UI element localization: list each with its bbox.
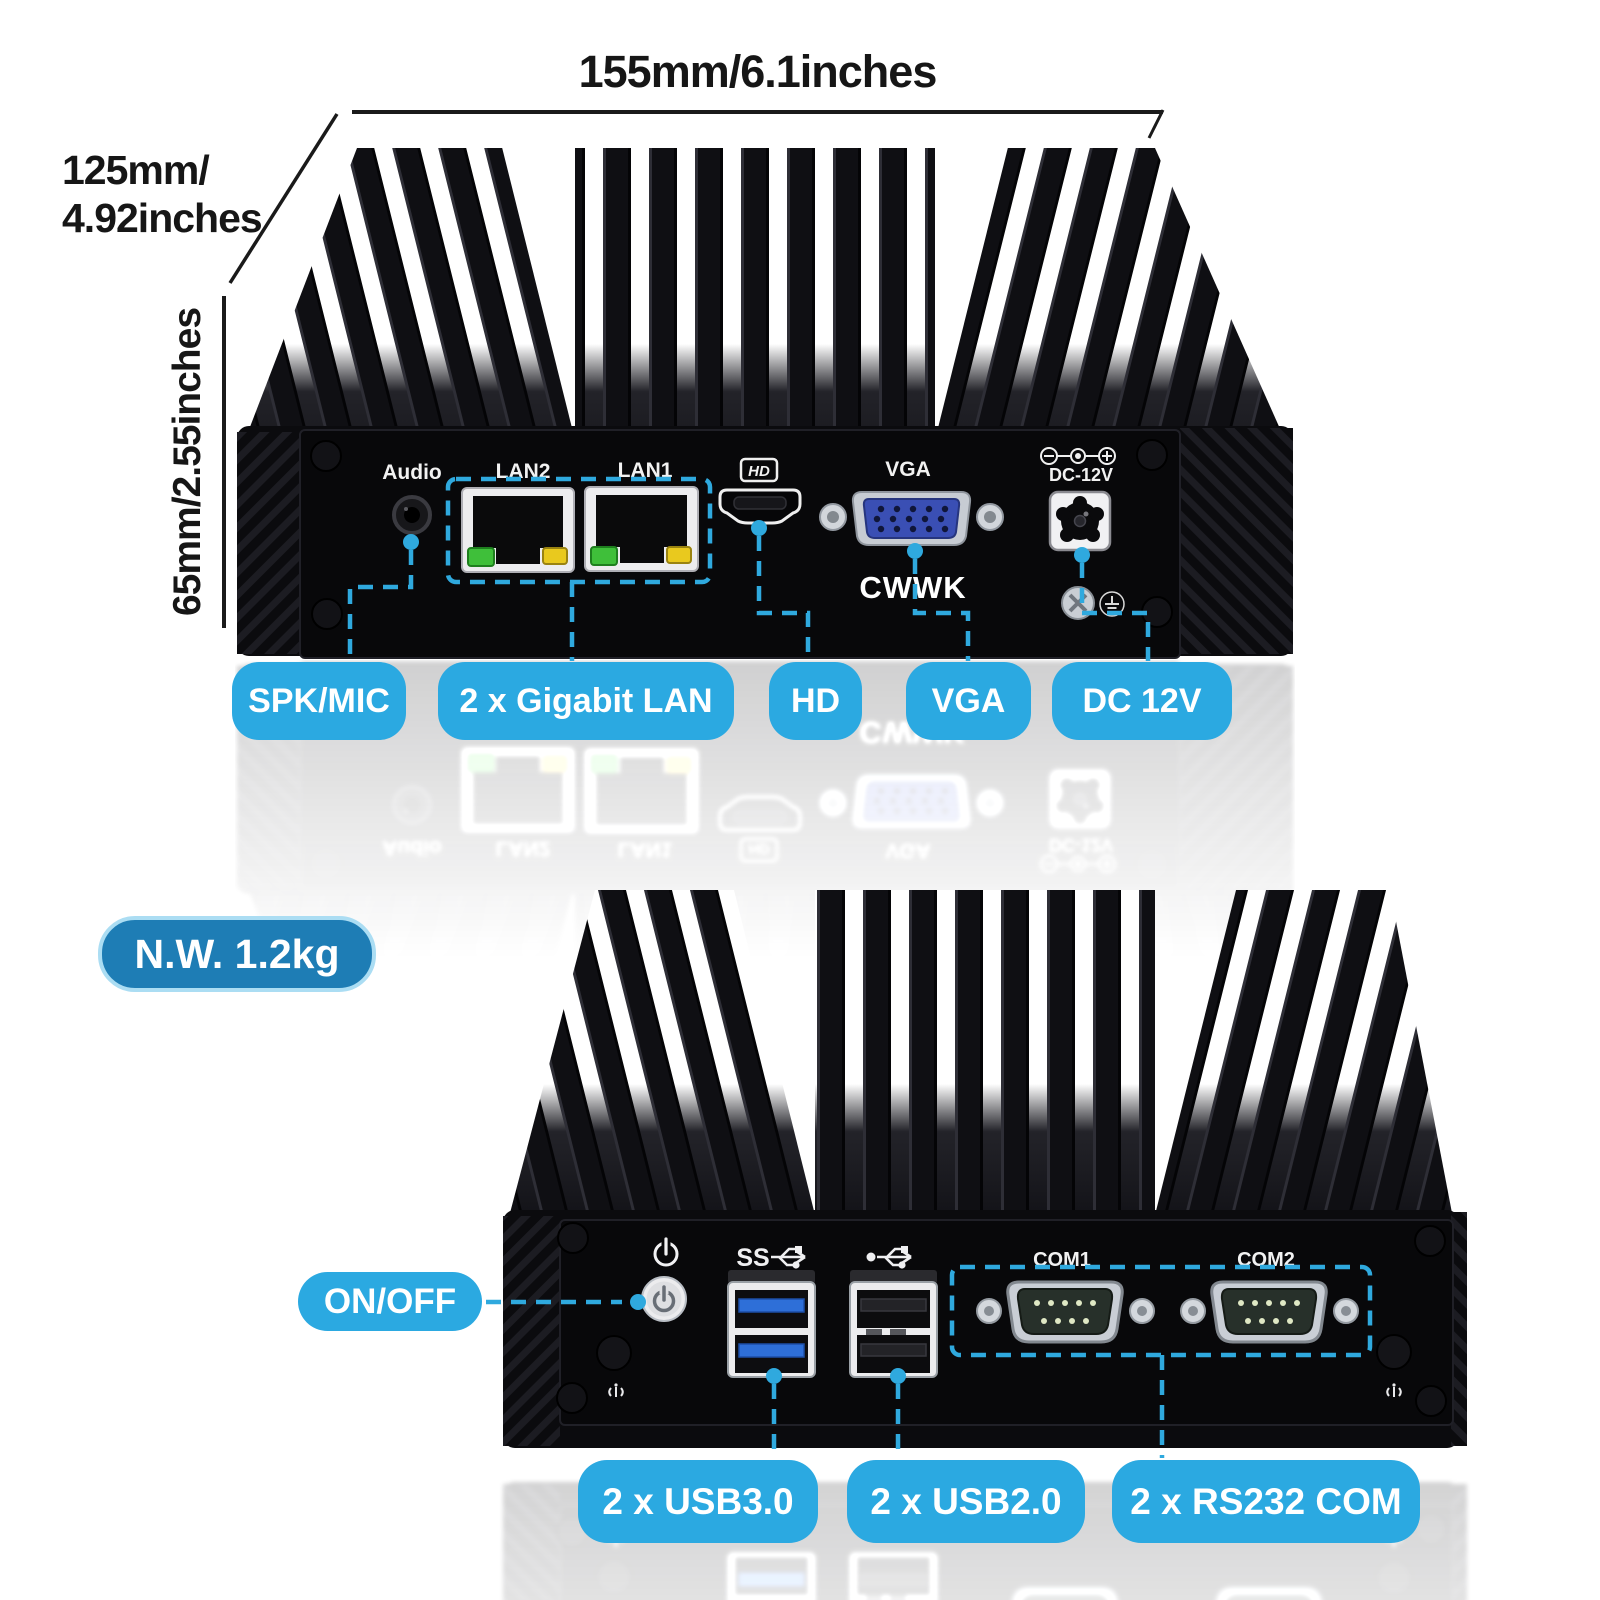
callout-spk-mic: SPK/MIC — [232, 662, 406, 740]
chassis-left-wall — [503, 1216, 560, 1446]
callout-rs232-com: 2 x RS232 COM — [1112, 1460, 1420, 1543]
lan2-label: LAN2 — [496, 460, 551, 483]
usb3-ports — [727, 1270, 816, 1378]
audio-jack — [392, 495, 432, 535]
callout-dc-12v: DC 12V — [1052, 662, 1232, 740]
svg-text:VGA: VGA — [885, 839, 931, 862]
svg-text:SS: SS — [736, 1244, 769, 1272]
com1-label: COM1 — [1033, 1249, 1091, 1271]
dimension-height-label: 65mm/2.55inches — [166, 307, 209, 617]
wifi-antenna-icon-left — [608, 1383, 624, 1397]
usb2-logo-icon — [866, 1244, 913, 1270]
hdmi-logo-icon: HD — [739, 457, 779, 483]
audio-label: Audio — [382, 461, 441, 484]
power-icon — [653, 1237, 679, 1267]
dimension-depth-line1: 125mm/ — [62, 147, 210, 193]
rj45-port-lan2 — [461, 487, 575, 573]
lan1-label: LAN1 — [618, 459, 673, 482]
ground-screw — [1061, 586, 1095, 620]
weight-badge: N.W. 1.2kg — [98, 916, 376, 992]
svg-text:LAN1: LAN1 — [618, 838, 673, 861]
callout-usb3: 2 x USB3.0 — [578, 1460, 818, 1543]
dimension-depth-label: 125mm/ 4.92inches — [62, 146, 263, 242]
heatsink-fins — [245, 148, 1285, 440]
svg-text:LAN2: LAN2 — [496, 837, 551, 860]
dc-jack — [1048, 490, 1112, 552]
front-view-photo: Audio LAN2 LAN1 — [235, 140, 1295, 1172]
vga-label: VGA — [885, 458, 931, 481]
antenna-hole-right — [1376, 1334, 1412, 1370]
callout-gigabit-lan: 2 x Gigabit LAN — [438, 662, 734, 740]
dimension-depth-line2: 4.92inches — [62, 195, 263, 241]
vga-port — [819, 491, 1004, 546]
chassis-right-wall — [1451, 1212, 1467, 1446]
callout-usb2: 2 x USB2.0 — [847, 1460, 1085, 1543]
callout-hd: HD — [769, 662, 862, 740]
rj45-port-lan1 — [584, 486, 699, 572]
power-button — [641, 1276, 687, 1322]
com2-label: COM2 — [1237, 1249, 1295, 1271]
wifi-antenna-icon-right — [1386, 1383, 1402, 1397]
svg-text:HD: HD — [748, 463, 770, 480]
brand-logo: CWWK — [859, 570, 966, 605]
hdmi-port — [718, 488, 802, 525]
svg-text:HD: HD — [748, 840, 770, 857]
front-view-device: Audio LAN2 LAN1 — [237, 148, 1293, 659]
callout-vga: VGA — [906, 662, 1031, 740]
heatsink-fins — [510, 890, 1452, 1213]
usb3-logo-icon: SS — [736, 1244, 807, 1272]
chassis-right-wall — [1180, 428, 1293, 654]
callout-on-off: ON/OFF — [298, 1272, 482, 1331]
dimension-width-label: 155mm/6.1inches — [578, 46, 938, 97]
panel-screws — [556, 1222, 1447, 1417]
dc-label: DC-12V — [1049, 465, 1113, 485]
usb2-ports — [849, 1270, 938, 1378]
dc-polarity-icon — [1040, 447, 1116, 465]
svg-text:Audio: Audio — [382, 836, 441, 859]
rear-view-photo: SS — [495, 880, 1475, 1600]
svg-text:DC-12V: DC-12V — [1049, 835, 1113, 855]
antenna-hole-left — [596, 1335, 632, 1371]
chassis-left-wall — [237, 432, 300, 654]
rear-view-device: SS — [503, 890, 1467, 1448]
